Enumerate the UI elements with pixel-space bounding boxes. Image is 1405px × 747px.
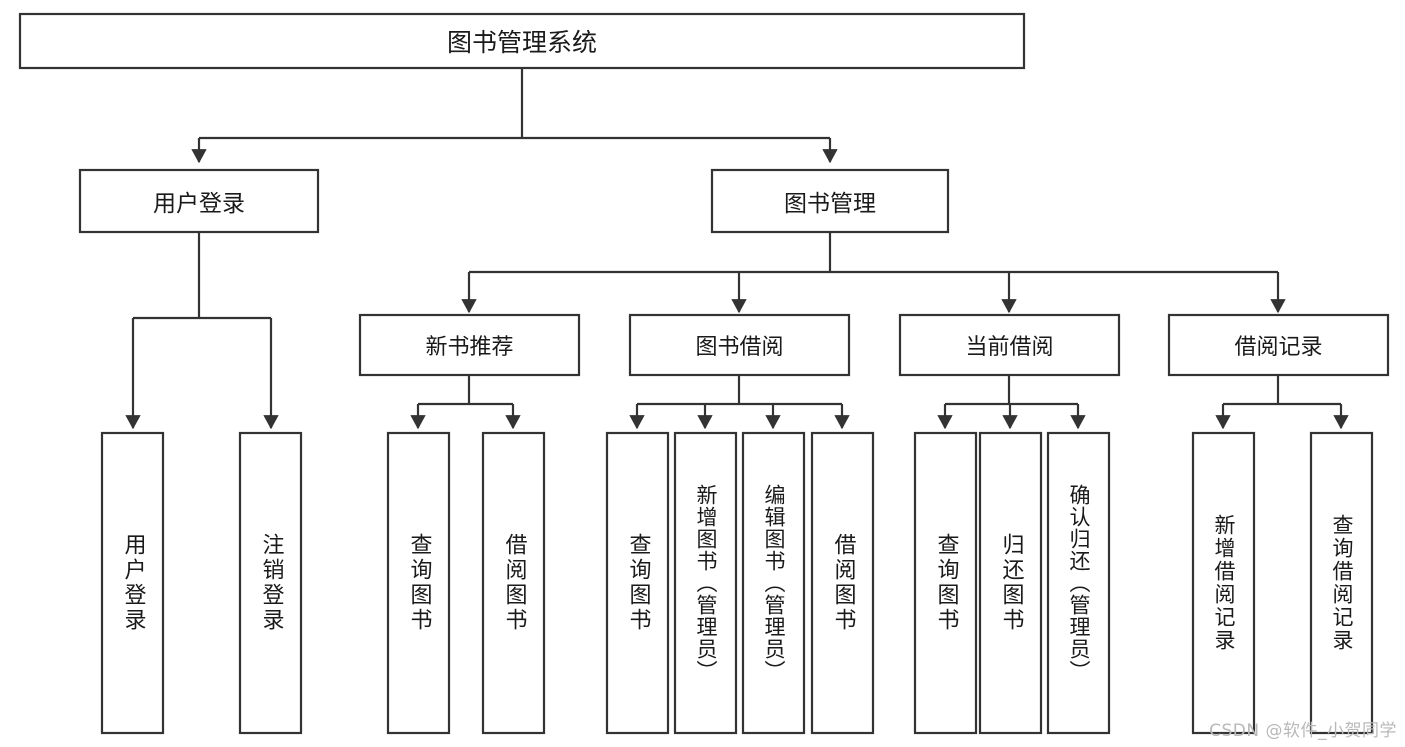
leaf-user-login-2[interactable]: [238, 431, 303, 735]
leaf-borrow-4[interactable]: [810, 431, 875, 735]
leaf-record-2[interactable]: [1309, 431, 1374, 735]
leaf-user-login-1[interactable]: [100, 431, 165, 735]
node-user-login[interactable]: [78, 168, 320, 234]
leaf-current-1[interactable]: [913, 431, 978, 735]
leaf-current-2[interactable]: [978, 431, 1043, 735]
leaf-current-3[interactable]: [1046, 431, 1111, 735]
node-current-borrow[interactable]: [898, 313, 1121, 377]
leaf-borrow-3[interactable]: [741, 431, 806, 735]
node-new-book-recommend[interactable]: [358, 313, 581, 377]
node-root[interactable]: [18, 12, 1026, 70]
node-borrow-record[interactable]: [1167, 313, 1390, 377]
csdn-watermark: CSDN @软件_小贺同学: [1209, 721, 1397, 741]
leaf-borrow-1[interactable]: [605, 431, 670, 735]
node-book-borrow[interactable]: [628, 313, 851, 377]
leaf-new-book-2[interactable]: [481, 431, 546, 735]
node-book-management[interactable]: [710, 168, 950, 234]
leaf-borrow-2[interactable]: [673, 431, 738, 735]
leaf-new-book-1[interactable]: [386, 431, 451, 735]
leaf-record-1[interactable]: [1191, 431, 1256, 735]
